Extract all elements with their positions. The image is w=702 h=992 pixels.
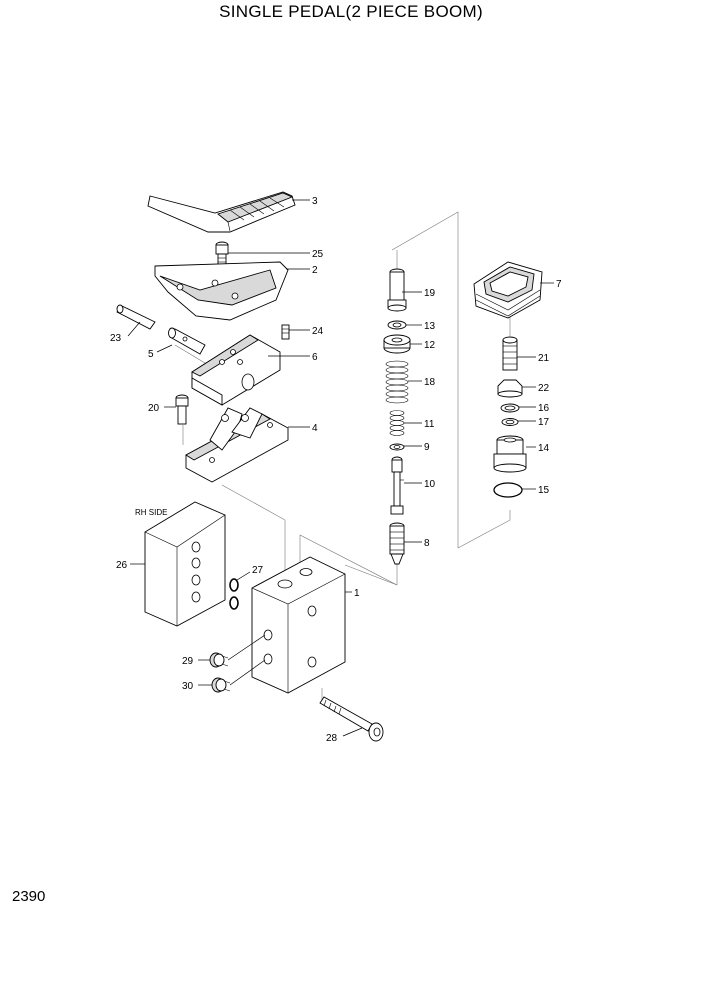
part-23-pin bbox=[116, 304, 156, 330]
callout-16: 16 bbox=[538, 403, 550, 414]
page-title: SINGLE PEDAL(2 PIECE BOOM) bbox=[219, 2, 483, 21]
callout-24: 24 bbox=[312, 326, 324, 337]
callout-21: 21 bbox=[538, 353, 550, 364]
leader-lines bbox=[127, 199, 554, 737]
part-8-sleeve bbox=[389, 522, 405, 565]
part-24-set-screw bbox=[281, 324, 290, 340]
callout-10: 10 bbox=[424, 479, 436, 490]
part-17-washer bbox=[501, 418, 519, 426]
callout-3: 3 bbox=[312, 196, 318, 207]
callout-19: 19 bbox=[424, 288, 436, 299]
part-28-long-bolt bbox=[319, 696, 384, 742]
callout-2: 2 bbox=[312, 265, 318, 276]
part-27-o-rings bbox=[229, 578, 239, 610]
part-30-plug bbox=[211, 677, 231, 693]
callout-26: 26 bbox=[116, 560, 128, 571]
part-9-washer bbox=[389, 443, 405, 451]
callout-13: 13 bbox=[424, 321, 436, 332]
callout-6: 6 bbox=[312, 352, 318, 363]
part-25-bolt bbox=[215, 241, 229, 271]
callout-27: 27 bbox=[252, 565, 264, 576]
callout-23: 23 bbox=[110, 333, 122, 344]
callout-29: 29 bbox=[182, 656, 194, 667]
callout-20: 20 bbox=[148, 403, 160, 414]
assembly-guide-lines bbox=[174, 211, 511, 713]
rh-side-label: RH SIDE bbox=[135, 508, 167, 517]
part-7-boot bbox=[473, 261, 543, 319]
callout-15: 15 bbox=[538, 485, 550, 496]
callout-22: 22 bbox=[538, 383, 550, 394]
part-16-washer bbox=[500, 403, 520, 413]
part-2-pedal bbox=[154, 261, 289, 321]
part-11-spring bbox=[389, 410, 405, 436]
part-21-push-rod bbox=[502, 336, 518, 371]
callout-28: 28 bbox=[326, 733, 338, 744]
part-10-spool bbox=[390, 456, 404, 515]
callout-4: 4 bbox=[312, 423, 318, 434]
part-20-bolt bbox=[175, 394, 189, 425]
part-26-rh-side-block bbox=[144, 501, 226, 627]
part-6-bracket bbox=[191, 334, 281, 406]
callout-11: 11 bbox=[424, 419, 435, 430]
callout-18: 18 bbox=[424, 377, 436, 388]
part-18-spring bbox=[385, 360, 409, 404]
part-22-cap-nut bbox=[497, 379, 523, 398]
part-12-spring-seat bbox=[383, 334, 411, 354]
part-4-base-bracket bbox=[185, 407, 289, 483]
callout-30: 30 bbox=[182, 681, 194, 692]
callout-labels: 3 25 2 23 5 24 6 20 4 19 13 12 18 11 9 1… bbox=[110, 196, 562, 744]
callout-17: 17 bbox=[538, 417, 550, 428]
callout-25: 25 bbox=[312, 249, 324, 260]
callout-7: 7 bbox=[556, 279, 562, 290]
callout-12: 12 bbox=[424, 340, 436, 351]
callout-9: 9 bbox=[424, 442, 430, 453]
callout-8: 8 bbox=[424, 538, 430, 549]
part-29-plug bbox=[209, 652, 229, 668]
part-13-washer bbox=[387, 320, 407, 330]
callout-1: 1 bbox=[354, 588, 360, 599]
part-15-o-ring bbox=[493, 482, 523, 498]
part-14-housing bbox=[493, 435, 527, 473]
part-1-valve-body bbox=[251, 556, 346, 694]
callout-14: 14 bbox=[538, 443, 550, 454]
part-5-pin bbox=[168, 327, 206, 355]
callout-5: 5 bbox=[148, 349, 154, 360]
part-3-pedal-cover bbox=[147, 191, 296, 233]
page-number: 2390 bbox=[12, 888, 46, 905]
part-19-plunger bbox=[387, 268, 407, 312]
